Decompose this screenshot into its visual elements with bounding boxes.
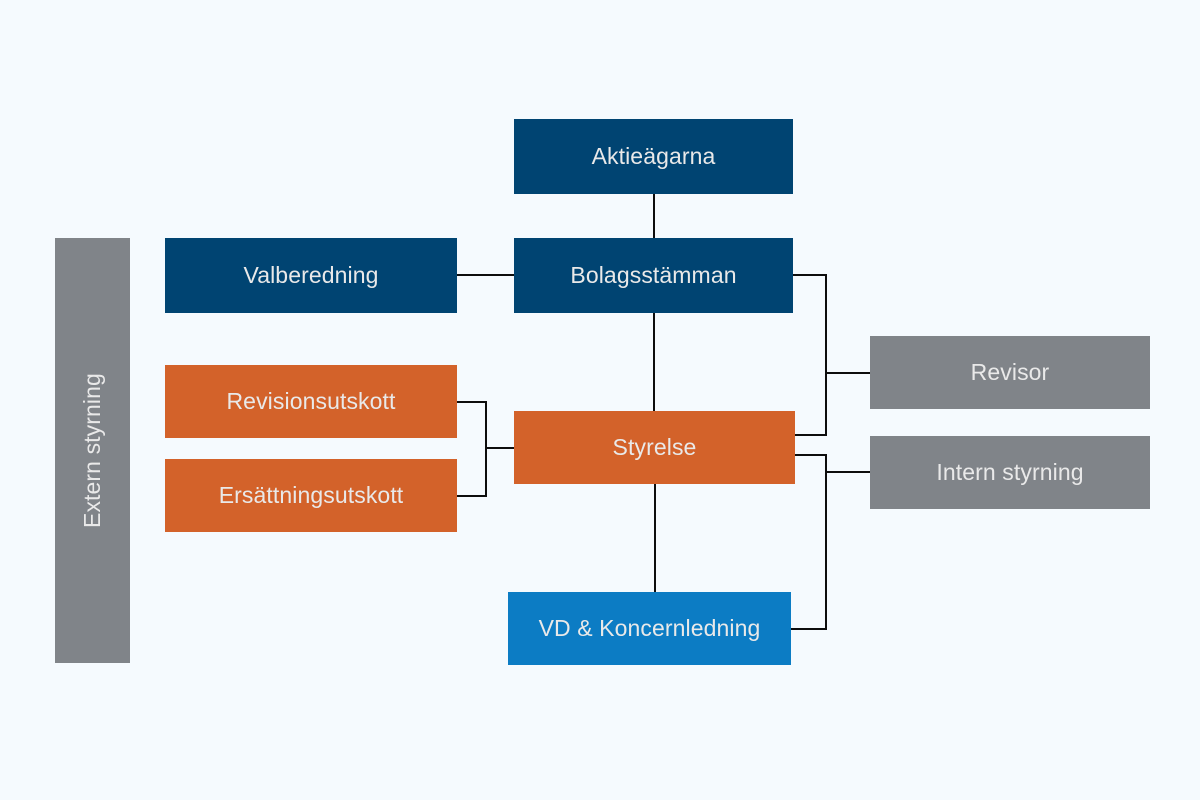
node-remuneration-committee-label: Ersättningsutskott (218, 481, 404, 508)
node-ceo-group-management-label: VD & Koncernledning (538, 614, 761, 641)
node-board-label: Styrelse (612, 433, 697, 460)
node-ceo-group-management[interactable]: VD & Koncernledning (508, 592, 791, 665)
node-auditor-label: Revisor (970, 358, 1050, 385)
node-shareholders[interactable]: Aktieägarna (514, 119, 793, 194)
external-governance-band: Extern styrning (55, 238, 130, 663)
external-governance-label: Extern styrning (78, 373, 105, 528)
edge-audit-committee-bracket (457, 401, 487, 497)
node-audit-committee[interactable]: Revisionsutskott (165, 365, 457, 438)
node-internal-control[interactable]: Intern styrning (870, 436, 1150, 509)
node-internal-control-label: Intern styrning (936, 458, 1084, 485)
node-board[interactable]: Styrelse (514, 411, 795, 484)
edge-board-ceo-bracket (791, 454, 827, 630)
node-nomination-committee[interactable]: Valberedning (165, 238, 457, 313)
node-auditor[interactable]: Revisor (870, 336, 1150, 409)
node-general-meeting[interactable]: Bolagsstämman (514, 238, 793, 313)
node-shareholders-label: Aktieägarna (591, 142, 716, 169)
node-general-meeting-label: Bolagsstämman (570, 261, 737, 288)
node-remuneration-committee[interactable]: Ersättningsutskott (165, 459, 457, 532)
node-audit-committee-label: Revisionsutskott (226, 387, 396, 414)
edge-meeting-board-bracket (793, 274, 827, 436)
node-nomination-committee-label: Valberedning (243, 261, 379, 288)
